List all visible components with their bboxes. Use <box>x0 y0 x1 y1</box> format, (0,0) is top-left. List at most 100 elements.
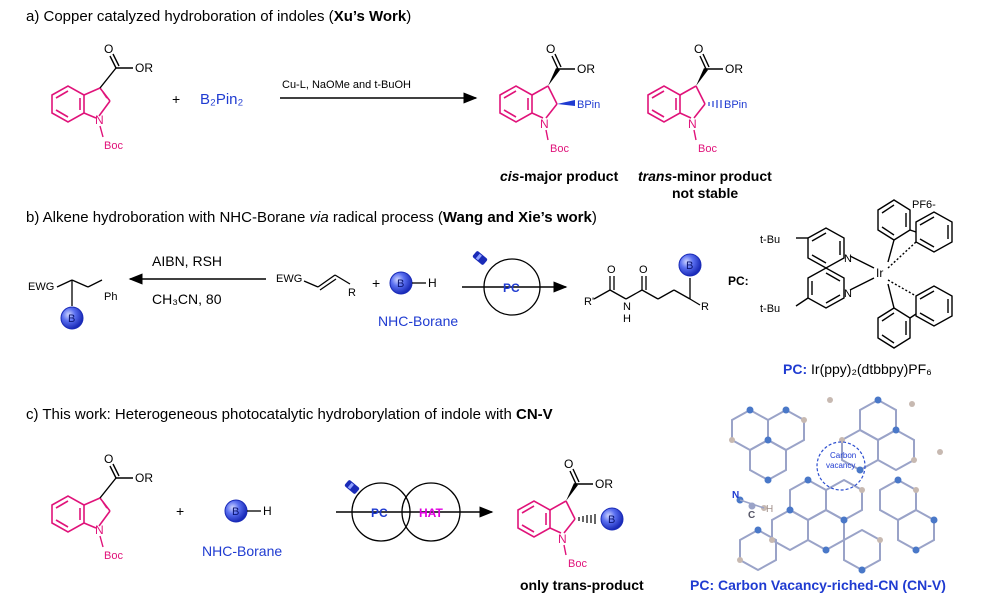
ester-o-a: O <box>104 42 113 56</box>
svg-text:EWG: EWG <box>276 273 302 285</box>
indole-ester-a <box>51 85 111 123</box>
ester-or-trans: OR <box>725 62 743 76</box>
boc-trans: Boc <box>698 143 717 155</box>
hat-cycle-c <box>401 482 461 542</box>
cis-wedge-ester <box>548 68 560 86</box>
boc-a: Boc <box>104 140 123 152</box>
product-b-left: EWG Ph B <box>28 279 117 330</box>
pc-colon-b: PC: <box>728 274 749 288</box>
ir-label: Ir <box>876 266 883 280</box>
hat-label-c: HAT <box>419 506 443 520</box>
svg-text:R: R <box>348 287 356 299</box>
svg-text:O: O <box>639 264 648 276</box>
legend-c: C <box>748 510 755 521</box>
pc-label-b: PC <box>503 281 520 295</box>
section-a-prefix: a) Copper catalyzed hydroboration of ind… <box>26 8 334 25</box>
legend-n: N <box>732 490 739 501</box>
section-a-title: a) Copper catalyzed hydroboration of ind… <box>26 8 411 25</box>
pc-name-b: PC: Ir(ppy)₂(dtbbpy)PF₆ <box>783 361 932 377</box>
ester-group-a <box>99 53 133 89</box>
nhc-borane-b: B H <box>389 271 437 295</box>
section-a-suffix: ) <box>406 8 412 25</box>
carbon-vacancy-label: Carbon vacancy <box>826 451 858 470</box>
plus-a: + <box>172 91 180 107</box>
cis-product <box>499 85 558 123</box>
pc-name-label: PC: <box>783 361 808 377</box>
section-c-prefix: c) This work: Heterogeneous photocatalyt… <box>26 406 516 423</box>
cis-suffix: -major product <box>519 168 619 184</box>
svg-text:EWG: EWG <box>28 281 54 293</box>
svg-text:H: H <box>263 504 272 518</box>
cis-label: cis-major product <box>500 168 618 184</box>
n-prod-c: N <box>558 532 567 546</box>
section-b-prefix: b) Alkene hydroboration with NHC-Borane <box>26 209 310 226</box>
nhc-borane-label-c: NHC-Borane <box>202 543 282 559</box>
trans-product-c <box>517 500 576 538</box>
section-b-suffix: ) <box>591 209 597 226</box>
ester-o-trans: O <box>694 42 703 56</box>
trans-note: not stable <box>672 185 739 201</box>
cis-prefix: cis <box>500 168 520 184</box>
pf6-label: PF6- <box>912 199 936 211</box>
svg-text:O: O <box>607 264 616 276</box>
bpin-cis: BPin <box>577 99 600 111</box>
indole-n-a: N <box>95 113 104 127</box>
section-b-author: Wang and Xie’s work <box>442 209 592 226</box>
svg-text:H: H <box>428 276 437 290</box>
svg-text:H: H <box>623 313 631 325</box>
amide-product-b: R' O O N H R B <box>584 253 709 325</box>
svg-text:B: B <box>397 278 404 290</box>
section-b-mid: radical process ( <box>328 209 443 226</box>
plus-b: + <box>372 275 380 291</box>
indole-ester-c <box>51 495 111 533</box>
boc-prod-c: Boc <box>568 558 587 570</box>
alkene-substrate: EWG R <box>276 273 356 299</box>
cis-wedge-bpin <box>557 100 575 106</box>
boc-c: Boc <box>104 550 123 562</box>
svg-text:R': R' <box>584 296 594 308</box>
bpy-n-bottom: N <box>844 288 852 300</box>
pc-label-c: PC <box>371 506 388 520</box>
conditions-b-top: AIBN, RSH <box>152 253 222 269</box>
svg-text:B: B <box>68 313 75 325</box>
svg-text:B: B <box>232 506 239 518</box>
boc-cis: Boc <box>550 143 569 155</box>
ester-o-prod-c: O <box>564 457 573 471</box>
pc-name-value: Ir(ppy)₂(dtbbpy)PF₆ <box>811 361 932 377</box>
trans-suffix: -minor product <box>672 168 772 184</box>
tbu-bottom: t-Bu <box>760 303 780 315</box>
b2pin2: B₂Pin₂ <box>200 91 244 108</box>
ester-o-c: O <box>104 452 113 466</box>
n-cis: N <box>540 117 549 131</box>
section-c-title: c) This work: Heterogeneous photocatalyt… <box>26 406 553 423</box>
lamp-icon-b <box>472 251 488 265</box>
section-c-catalyst: CN-V <box>515 406 553 423</box>
pc-cycle-b <box>483 258 541 316</box>
pc-footer-c: PC: Carbon Vacancy-riched-CN (CN-V) <box>690 577 946 593</box>
nhc-borane-c: B H <box>224 499 272 523</box>
ester-o-cis: O <box>546 42 555 56</box>
pc-cycle-c <box>351 482 411 542</box>
svg-text:B: B <box>686 260 693 272</box>
section-b-title: b) Alkene hydroboration with NHC-Borane … <box>26 209 597 226</box>
conditions-b-bottom: CH₃CN, 80 <box>152 291 222 307</box>
product-note-c: only trans-product <box>520 577 644 593</box>
ester-or-a: OR <box>135 61 153 75</box>
trans-hash-bpin <box>708 100 722 108</box>
tbu-top: t-Bu <box>760 234 780 246</box>
svg-text:Ph: Ph <box>104 291 117 303</box>
plus-c: + <box>176 503 184 519</box>
section-b-via: via <box>309 209 329 226</box>
bpy-n-top: N <box>844 253 852 265</box>
ester-or-c: OR <box>135 471 153 485</box>
legend-h: H <box>766 504 773 515</box>
indole-n-c: N <box>95 523 104 537</box>
trans-prefix: trans <box>638 168 673 184</box>
trans-label: trans-minor product <box>638 168 772 184</box>
n-trans: N <box>688 117 697 131</box>
svg-text:N: N <box>623 301 631 313</box>
conditions-a: Cu-L, NaOMe and t-BuOH <box>282 79 411 91</box>
bpin-trans: BPin <box>724 99 747 111</box>
ester-or-prod-c: OR <box>595 477 613 491</box>
